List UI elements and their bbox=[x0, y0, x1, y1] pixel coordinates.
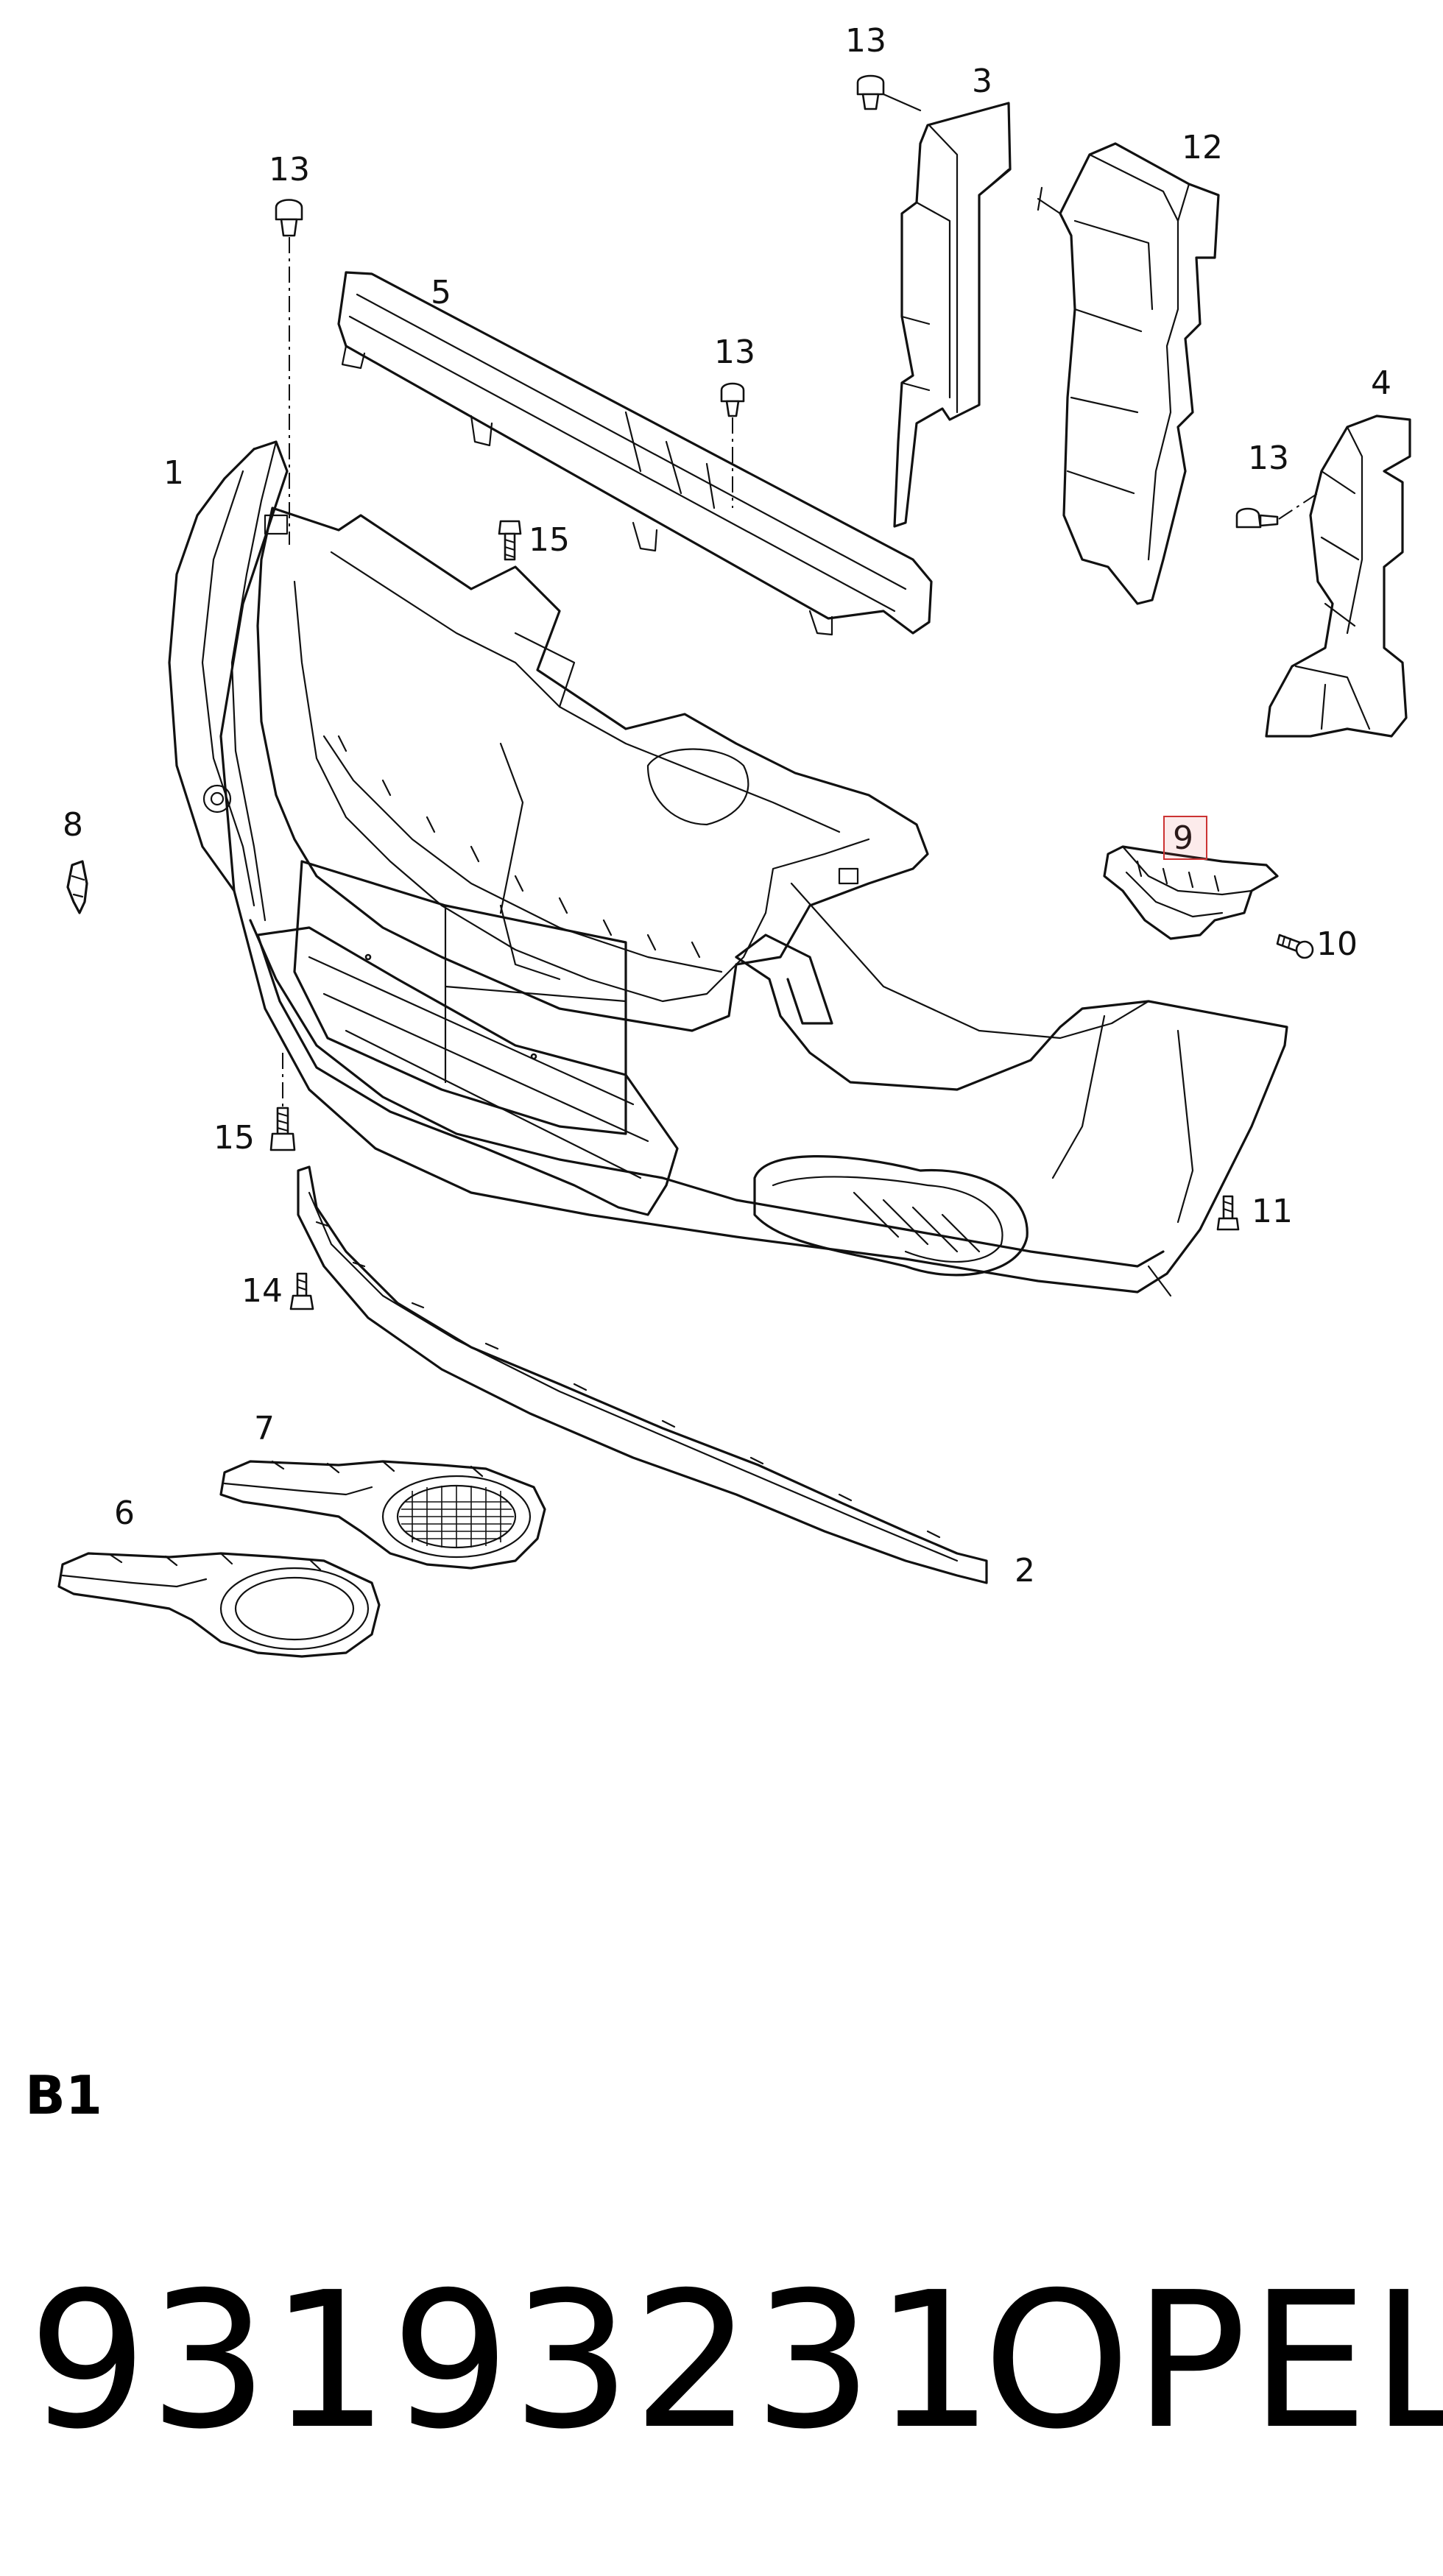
fastener-13-right-clip bbox=[1235, 493, 1319, 529]
part-number: 93193231 bbox=[28, 2252, 995, 2471]
callout-labels: 13 3 12 13 5 13 4 13 1 15 8 9 10 15 11 1… bbox=[63, 22, 1391, 1589]
highlight-box-part-9 bbox=[1163, 816, 1207, 860]
callout-13-left: 13 bbox=[269, 151, 310, 188]
part-4-air-guide-right bbox=[1265, 414, 1411, 738]
part-7-fog-lamp-surround-right bbox=[219, 1460, 546, 1570]
fastener-15-lower-bolt bbox=[269, 1053, 296, 1151]
callout-11: 11 bbox=[1252, 1193, 1293, 1230]
callout-12: 12 bbox=[1182, 129, 1223, 166]
part-12-center-duct bbox=[1037, 142, 1220, 605]
callout-9: 9 bbox=[1173, 819, 1193, 857]
callout-10: 10 bbox=[1316, 925, 1358, 963]
fastener-10-screw bbox=[1276, 934, 1314, 959]
part-8-clip bbox=[66, 860, 88, 914]
fastener-13-center-clip bbox=[720, 382, 745, 508]
callout-4: 4 bbox=[1371, 364, 1391, 402]
callout-15-upper: 15 bbox=[529, 521, 570, 559]
fastener-13-top-clip bbox=[856, 74, 922, 112]
section-code: B1 bbox=[25, 2064, 102, 2126]
part-6-fog-lamp-surround-left bbox=[57, 1552, 381, 1658]
part-2-lower-trim-strip bbox=[297, 1165, 988, 1584]
callout-13-right: 13 bbox=[1248, 440, 1289, 477]
callout-6: 6 bbox=[114, 1495, 135, 1532]
fastener-15-upper-bolt bbox=[498, 520, 522, 561]
fastener-13-left-clip bbox=[275, 199, 303, 545]
callout-2: 2 bbox=[1015, 1552, 1035, 1589]
callout-8: 8 bbox=[63, 806, 83, 844]
part-1-grille-frame bbox=[256, 507, 929, 1032]
callout-14: 14 bbox=[241, 1272, 283, 1310]
brand-name: OPEL bbox=[983, 2252, 1443, 2471]
part-1-front-bumper-cover bbox=[168, 440, 1288, 1297]
callout-7: 7 bbox=[254, 1410, 275, 1447]
callout-3: 3 bbox=[972, 63, 992, 100]
callout-1: 1 bbox=[163, 454, 184, 492]
fastener-14-screw bbox=[289, 1272, 314, 1310]
fastener-11-screw bbox=[1216, 1195, 1240, 1231]
part-5-upper-crossmember bbox=[337, 271, 933, 636]
callout-13-top: 13 bbox=[845, 22, 886, 60]
fog-lamp-mesh bbox=[399, 1486, 514, 1548]
callout-13-center: 13 bbox=[714, 334, 755, 371]
callout-5: 5 bbox=[431, 274, 451, 311]
part-3-air-guide-left bbox=[893, 102, 1012, 528]
part-9-bracket bbox=[1103, 845, 1279, 940]
callout-15-lower: 15 bbox=[214, 1119, 255, 1157]
